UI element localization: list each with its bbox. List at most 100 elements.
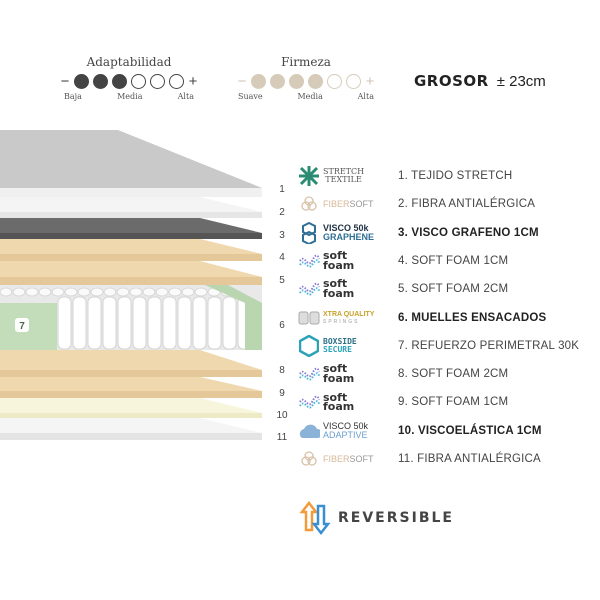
pocket-spring xyxy=(87,296,102,350)
grosor-label: GROSOR xyxy=(414,72,489,90)
stretch-textile-layer xyxy=(0,130,262,197)
soft-foam-wave-icon xyxy=(298,391,320,413)
layer-number: 8 xyxy=(279,365,285,376)
spring-top xyxy=(129,287,143,297)
spring-top xyxy=(194,287,208,297)
minus-sign: − xyxy=(237,73,247,90)
pocket-spring xyxy=(192,296,207,350)
spring-top xyxy=(181,287,195,297)
brand-logo: FIBERSOFT xyxy=(298,191,378,217)
spring-top xyxy=(142,287,156,297)
grosor-value: ± 23cm xyxy=(496,73,546,90)
layer-label: 9. SOFT FOAM 1CM xyxy=(398,396,509,409)
spring-badge: 7 xyxy=(19,321,25,332)
empty-dot xyxy=(346,74,361,89)
pocket-spring xyxy=(147,296,162,350)
layer-number: 5 xyxy=(279,275,285,286)
layer-label: 4. SOFT FOAM 1CM xyxy=(398,254,509,267)
pocket-spring xyxy=(222,296,237,350)
pocket-spring xyxy=(57,296,72,350)
reversible-arrows-icon xyxy=(299,500,331,536)
fibersoft-flower-icon xyxy=(298,448,320,470)
fibersoft-edge xyxy=(0,212,262,218)
filled-dot xyxy=(251,74,266,89)
layer-label: 1. TEJIDO STRETCH xyxy=(398,170,513,182)
soft-foam-2-edge xyxy=(0,277,262,285)
layer-number: 3 xyxy=(279,230,285,241)
firmeza-dots: −+ xyxy=(232,73,380,90)
scale-mid: Media xyxy=(117,92,143,101)
adaptabilidad-rating: Adaptabilidad −+ Baja Media Alta xyxy=(58,55,200,101)
spring-top xyxy=(0,287,13,297)
layer-label: 11. FIBRA ANTIALÉRGICA xyxy=(398,453,541,465)
boxside-box-icon xyxy=(298,334,320,357)
pocket-spring xyxy=(177,296,192,350)
pocket-spring xyxy=(102,296,117,350)
cloud-icon xyxy=(298,420,320,442)
stretch-textile-edge xyxy=(0,188,262,197)
adaptabilidad-dots: −+ xyxy=(58,73,200,90)
brand-logo: FIBERSOFT xyxy=(298,446,378,472)
filled-dot xyxy=(74,74,89,89)
spring-top xyxy=(38,287,52,297)
fibersoft-flower-icon xyxy=(298,193,320,215)
pocket-spring xyxy=(72,296,87,350)
spring-top xyxy=(168,287,182,297)
scale-mid: Media xyxy=(297,92,323,101)
layer-label: 5. SOFT FOAM 2CM xyxy=(398,283,509,296)
pocket-spring xyxy=(207,296,222,350)
layer-number: 10 xyxy=(276,410,288,421)
plus-sign: + xyxy=(365,73,375,90)
layer-number: 6 xyxy=(279,320,285,331)
soft-foam-3-edge xyxy=(0,370,262,377)
layer-label: 6. MUELLES ENSACADOS xyxy=(398,311,547,324)
firmeza-title: Firmeza xyxy=(281,55,331,69)
spring-top xyxy=(25,287,39,297)
layer-number: 11 xyxy=(276,432,288,443)
soft-foam-4-edge xyxy=(0,391,262,398)
layer-number: 1 xyxy=(279,184,285,195)
layer-label: 7. REFUERZO PERIMETRAL 30K xyxy=(398,339,580,352)
mattress-cross-section: 7 xyxy=(0,130,262,440)
reversible-label: REVERSIBLE xyxy=(338,510,454,526)
filled-dot xyxy=(93,74,108,89)
spring-top xyxy=(64,287,78,297)
layer-label: 8. SOFT FOAM 2CM xyxy=(398,368,509,381)
layer-row: FIBERSOFT 11. FIBRA ANTIALÉRGICA xyxy=(298,446,541,472)
visco-graphene-edge xyxy=(0,233,262,239)
empty-dot xyxy=(327,74,342,89)
visco-adaptive-edge xyxy=(0,413,262,418)
stretch-weave-icon xyxy=(298,165,320,187)
spring-top xyxy=(116,287,130,297)
layer-label: 3. VISCO GRAFENO 1CM xyxy=(398,226,539,239)
layer-row: FIBERSOFT 2. FIBRA ANTIALÉRGICA xyxy=(298,191,535,217)
minus-sign: − xyxy=(60,73,70,90)
scale-low: Baja xyxy=(64,92,82,101)
layer-number: 2 xyxy=(279,207,285,218)
reversible-badge: REVERSIBLE xyxy=(298,500,454,536)
adaptabilidad-title: Adaptabilidad xyxy=(86,55,172,69)
layer-number: 9 xyxy=(279,388,285,399)
spring-top xyxy=(51,287,65,297)
layer-number: 4 xyxy=(279,252,285,263)
spring-top xyxy=(103,287,117,297)
filled-dot xyxy=(289,74,304,89)
fibersoft-bottom-edge xyxy=(0,433,262,440)
layer-label: 2. FIBRA ANTIALÉRGICA xyxy=(398,198,536,211)
spring-top xyxy=(12,287,26,297)
scale-high: Alta xyxy=(177,92,194,101)
empty-dot xyxy=(169,74,184,89)
spring-top xyxy=(77,287,91,297)
